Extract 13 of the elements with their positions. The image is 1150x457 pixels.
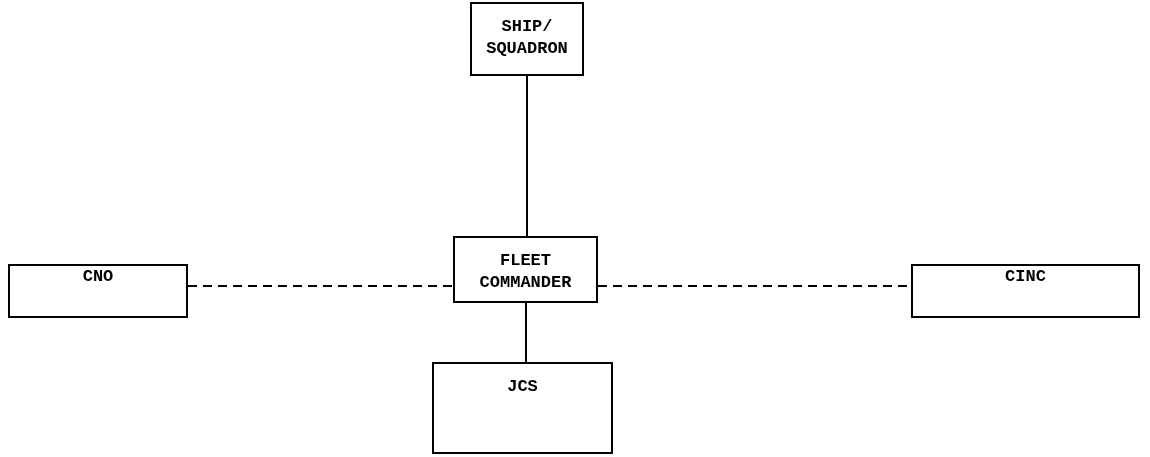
box-label: CNO [81, 266, 115, 288]
box-label: FLEET COMMANDER [478, 250, 573, 294]
box-label: CINC [1004, 266, 1047, 288]
dashed-connector [187, 285, 454, 287]
box-label: JCS [506, 376, 539, 398]
connector-line [525, 302, 527, 363]
connector-line [526, 75, 528, 237]
org-box [432, 362, 613, 454]
org-box [470, 2, 584, 76]
org-box [8, 264, 188, 318]
org-box [911, 264, 1140, 318]
org-box [453, 236, 598, 303]
box-label: SHIP/ SQUADRON [485, 16, 569, 60]
